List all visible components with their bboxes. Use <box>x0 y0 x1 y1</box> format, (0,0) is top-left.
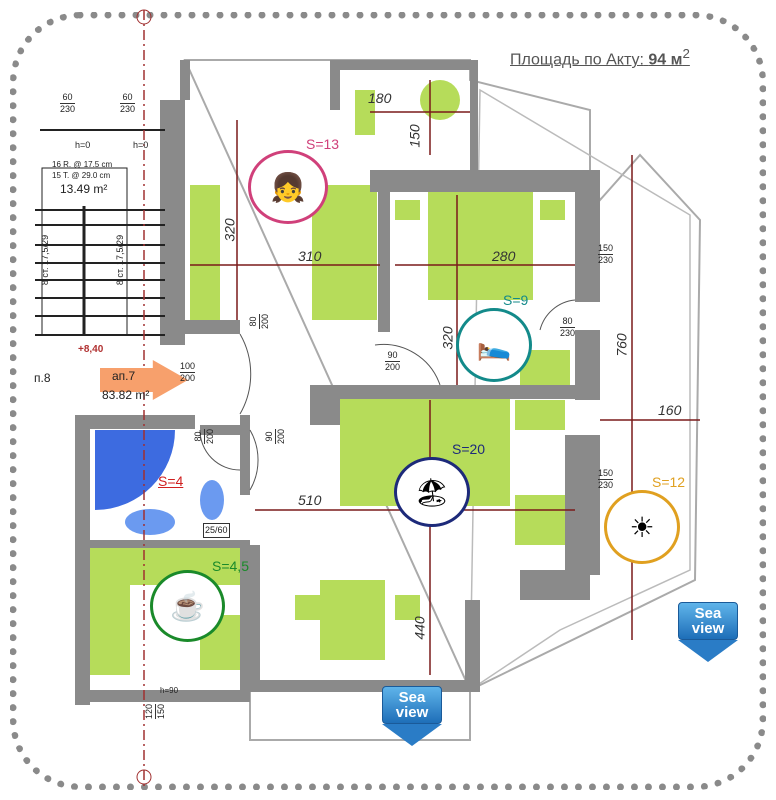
room-area-living: S=20 <box>452 441 486 457</box>
mug-icon: ☕ <box>150 570 225 642</box>
stair-flight-a: 8 ст. 17,5/29 <box>40 234 51 286</box>
stairs-area: 13.49 m² <box>60 182 108 196</box>
stairs-treads: 15 T. @ 29.0 cm <box>52 171 111 180</box>
area-label: Площадь по Акту: <box>510 51 644 69</box>
dim-320-bedroom1: 320 <box>221 218 238 242</box>
dim-510: 510 <box>298 492 322 508</box>
apartment-number: ап.7 <box>112 369 136 383</box>
dim-180: 180 <box>368 90 392 106</box>
sleeping-person-icon: 🛌 <box>456 308 532 382</box>
dim-440: 440 <box>411 616 428 640</box>
area-unit-sup: 2 <box>682 46 690 61</box>
room-area-kitchen: S=4,5 <box>212 558 249 574</box>
stairs-risers: 16 R. @ 17.5 cm <box>52 160 113 169</box>
stair-flight-b: 8 ст. 17,5/29 <box>115 234 126 286</box>
unit-label: п.8 <box>34 371 51 385</box>
room-area-bedroom-1: S=13 <box>306 136 340 152</box>
dim-160: 160 <box>658 402 682 418</box>
apartment-area: 83.82 m² <box>102 388 150 402</box>
height-label-1: h=0 <box>75 140 91 150</box>
kitchen-window-height: h=90 <box>160 686 179 695</box>
area-value: 94 м <box>648 51 683 69</box>
sun-icon: ☀ <box>604 490 680 564</box>
room-area-balcony: S=12 <box>652 474 686 490</box>
dim-320-bedroom2: 320 <box>439 326 456 350</box>
dim-760: 760 <box>613 333 630 357</box>
height-label-2: h=0 <box>133 140 149 150</box>
room-area-bathroom: S=4 <box>158 473 184 489</box>
dim-150: 150 <box>406 124 423 148</box>
dim-310: 310 <box>298 248 322 264</box>
dim-280: 280 <box>492 248 516 264</box>
room-area-bedroom-2: S=9 <box>503 292 529 308</box>
hammock-icon: 🏖 <box>394 457 470 527</box>
dotted-frame <box>10 12 766 790</box>
vent-dim: 25/60 <box>203 523 230 538</box>
girl-reading-icon: 👧 <box>248 150 328 224</box>
area-by-act-title: Площадь по Акту: 94 м2 <box>510 46 690 69</box>
level-mark: +8,40 <box>78 344 104 355</box>
